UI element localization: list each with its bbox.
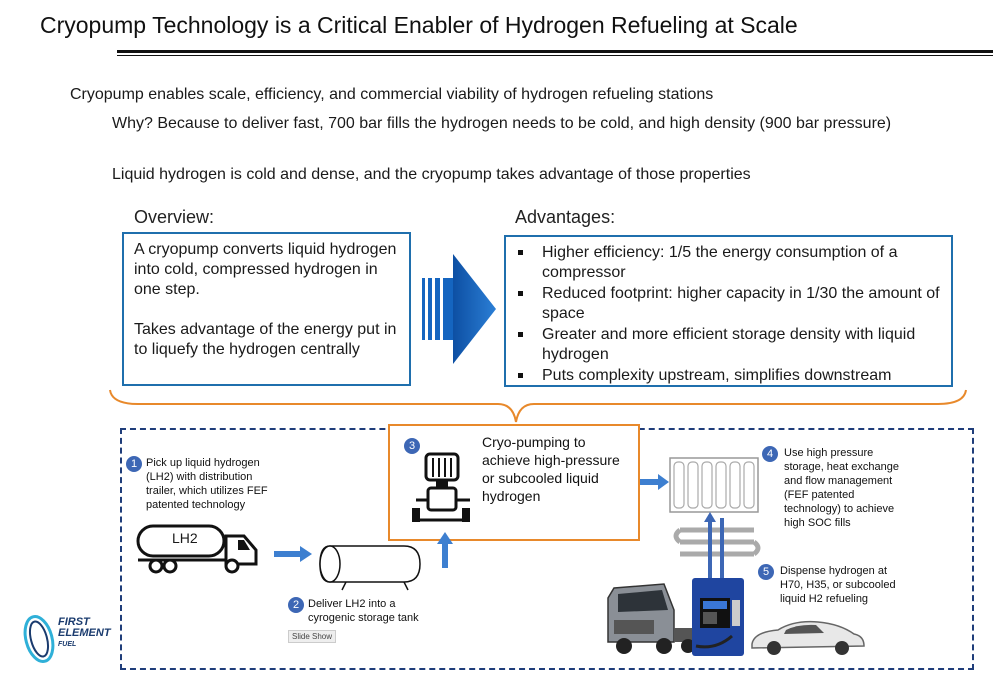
- logo-line-2: ELEMENT: [58, 627, 111, 639]
- cryopump-icon: [412, 450, 474, 530]
- step-number: 5: [758, 564, 774, 580]
- sub-bullet-liquid: Liquid hydrogen is cold and dense, and t…: [112, 164, 972, 185]
- title-rule-thick: [117, 50, 993, 53]
- advantage-text: Puts complexity upstream, simplifies dow…: [542, 367, 891, 384]
- logo-text: FIRST ELEMENT FUEL: [58, 617, 111, 650]
- step-number: 1: [126, 456, 142, 472]
- step-text: Dispense hydrogen at H70, H35, or subcoo…: [780, 564, 908, 606]
- overview-heading: Overview:: [134, 207, 214, 228]
- main-bullet: Cryopump enables scale, efficiency, and …: [70, 84, 970, 105]
- advantages-heading: Advantages:: [515, 207, 615, 228]
- step-3-text: Cryo-pumping to achieve high-pressure or…: [482, 433, 632, 505]
- advantage-text: Higher efficiency: 1/5 the energy consum…: [542, 244, 897, 281]
- logo-line-3: FUEL: [58, 639, 111, 650]
- overview-text-1: A cryopump converts liquid hydrogen into…: [134, 240, 399, 300]
- advantage-text: Greater and more efficient storage densi…: [542, 326, 915, 363]
- arrow-right-icon: [274, 546, 314, 562]
- overview-box: A cryopump converts liquid hydrogen into…: [122, 232, 411, 386]
- step-2: 2 Deliver LH2 into a cyrogenic storage t…: [288, 597, 438, 625]
- advantage-item: Higher efficiency: 1/5 the energy consum…: [516, 243, 941, 283]
- high-pressure-storage-icon: [668, 456, 760, 516]
- first-element-fuel-logo: [20, 614, 58, 664]
- advantage-item: Puts complexity upstream, simplifies dow…: [516, 366, 941, 386]
- arrow-right-icon: [640, 474, 670, 490]
- sub-bullet-why: Why? Because to deliver fast, 700 bar fi…: [112, 113, 912, 134]
- advantages-box: Higher efficiency: 1/5 the energy consum…: [504, 235, 953, 387]
- title-rule-thin: [117, 55, 993, 56]
- hydrogen-dispenser-icon: [686, 576, 750, 660]
- trailer-truck-icon: [134, 522, 264, 574]
- advantage-item: Greater and more efficient storage densi…: [516, 325, 941, 365]
- step-number: 2: [288, 597, 304, 613]
- step-text: Pick up liquid hydrogen (LH2) with distr…: [146, 456, 276, 512]
- truck-label: LH2: [172, 530, 198, 546]
- big-arrow-icon: [420, 240, 500, 380]
- step-number: 4: [762, 446, 778, 462]
- step-text: Deliver LH2 into a cyrogenic storage tan…: [308, 597, 438, 625]
- storage-tank-icon: [316, 540, 426, 592]
- orange-brace: [108, 388, 970, 428]
- slide-show-button[interactable]: Slide Show: [288, 630, 336, 643]
- overview-text-2: Takes advantage of the energy put in to …: [134, 320, 399, 360]
- step-1: 1 Pick up liquid hydrogen (LH2) with dis…: [126, 456, 276, 512]
- step-text: Use high pressure storage, heat exchange…: [784, 446, 912, 530]
- arrow-up-icon: [437, 532, 453, 568]
- step-4: 4 Use high pressure storage, heat exchan…: [762, 446, 912, 530]
- step-5: 5 Dispense hydrogen at H70, H35, or subc…: [758, 564, 908, 606]
- fuel-cell-car-icon: [748, 618, 868, 658]
- advantage-text: Reduced footprint: higher capacity in 1/…: [542, 285, 940, 322]
- advantage-item: Reduced footprint: higher capacity in 1/…: [516, 284, 941, 324]
- slide-title: Cryopump Technology is a Critical Enable…: [40, 12, 798, 39]
